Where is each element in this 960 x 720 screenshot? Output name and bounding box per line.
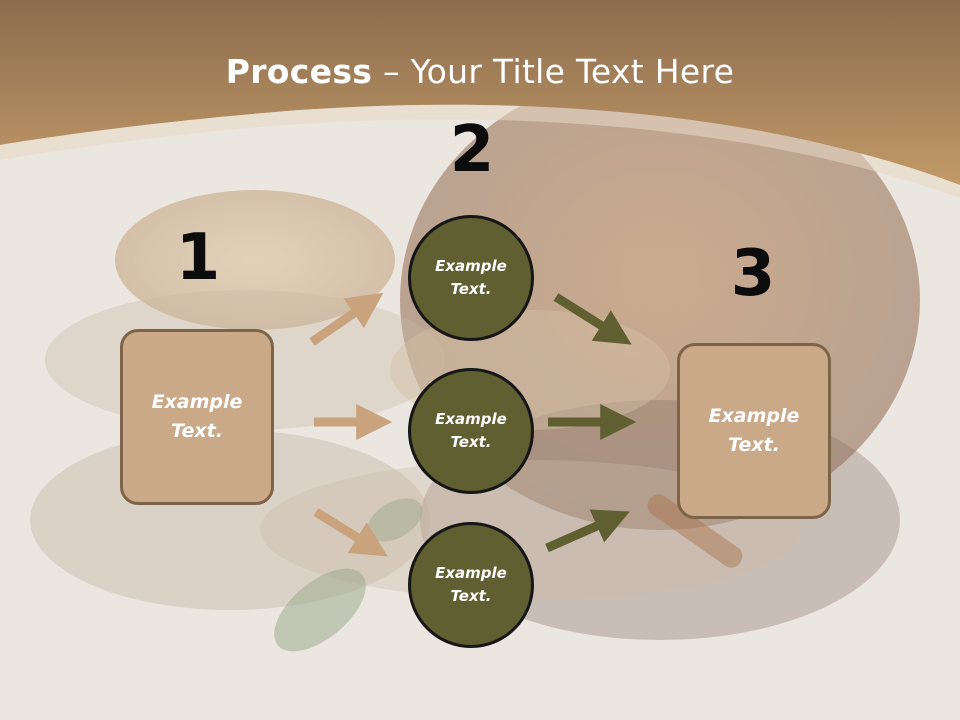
step-number-1: 1	[175, 221, 221, 295]
step-box-1[interactable]: Example Text.	[120, 329, 274, 505]
step-box-3[interactable]: Example Text.	[677, 343, 831, 519]
title-bold: Process	[225, 52, 373, 91]
step-number-2: 2	[449, 113, 495, 187]
page-title: Process – Your Title Text Here	[0, 52, 960, 91]
circle-1[interactable]: Example Text.	[408, 215, 534, 341]
step-box-1-text: Example Text.	[151, 391, 243, 442]
arrow-circle3-to-box3	[545, 509, 630, 553]
circle-3-text: Example Text.	[435, 564, 507, 605]
arrow-box1-to-circle1	[309, 292, 384, 346]
circle-3[interactable]: Example Text.	[408, 522, 534, 648]
step-number-3: 3	[730, 237, 776, 311]
arrow-box1-to-circle3	[313, 508, 388, 557]
circle-1-text: Example Text.	[435, 257, 507, 298]
arrow-circle1-to-box3	[553, 293, 632, 345]
step-box-3-text: Example Text.	[708, 405, 800, 456]
circle-2[interactable]: Example Text.	[408, 368, 534, 494]
title-rest: – Your Title Text Here	[372, 52, 735, 91]
circle-2-text: Example Text.	[435, 410, 507, 451]
